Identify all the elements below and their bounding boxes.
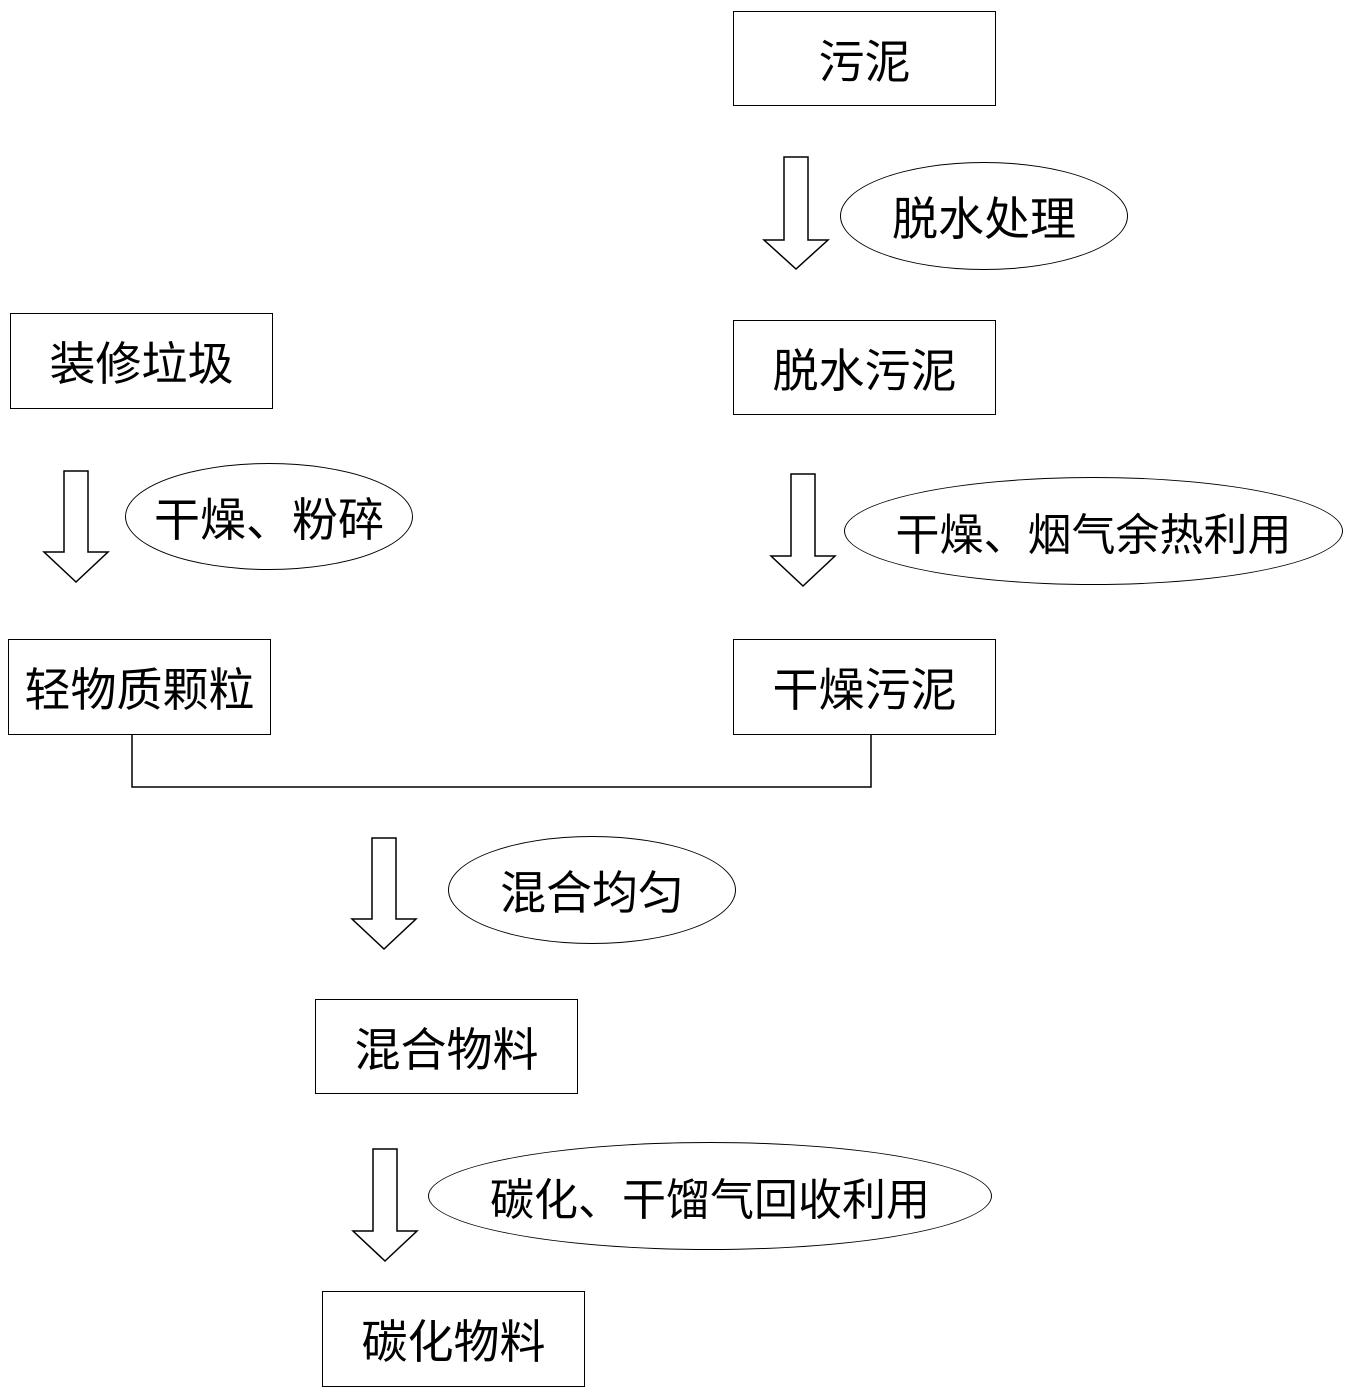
node-dried-sludge: 干燥污泥 xyxy=(733,639,996,735)
process-carbonization: 碳化、干馏气回收利用 xyxy=(428,1142,992,1250)
arrow-mixing xyxy=(350,837,418,951)
node-light-particles: 轻物质颗粒 xyxy=(8,639,271,735)
node-carbonized-material: 碳化物料 xyxy=(322,1291,585,1387)
node-sludge: 污泥 xyxy=(733,11,996,106)
node-dewatered-sludge: 脱水污泥 xyxy=(733,320,996,415)
process-dewatering: 脱水处理 xyxy=(840,162,1128,270)
arrow-carbonization xyxy=(351,1148,419,1263)
node-decoration-waste: 装修垃圾 xyxy=(10,313,273,409)
process-mixing: 混合均匀 xyxy=(448,836,736,944)
merge-connector xyxy=(131,734,872,788)
process-drying-flue-gas: 干燥、烟气余热利用 xyxy=(844,477,1343,585)
arrow-drying-sludge xyxy=(769,473,837,588)
arrow-dewatering xyxy=(762,156,830,271)
node-mixed-material: 混合物料 xyxy=(315,999,578,1094)
process-drying-crushing: 干燥、粉碎 xyxy=(125,463,413,570)
arrow-drying-waste xyxy=(42,470,110,584)
